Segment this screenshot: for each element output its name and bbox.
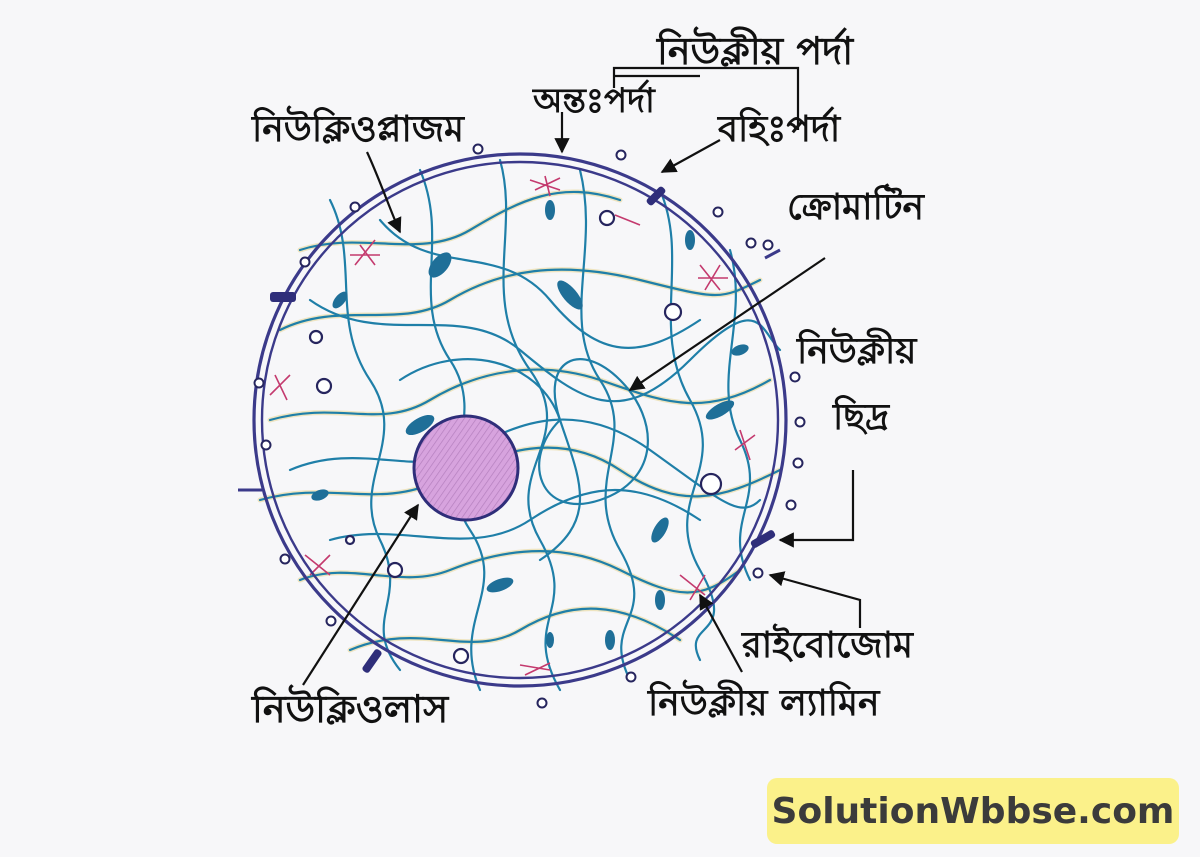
label-nuclear-membrane: নিউক্লীয় পর্দা: [657, 29, 854, 73]
label-nucleolus: নিউক্লিওলাস: [252, 687, 449, 731]
label-chromatin: ক্রোমাটিন: [787, 187, 924, 228]
label-nucleoplasm: নিউক্লিওপ্লাজম: [252, 109, 465, 150]
chromatin-network: [257, 158, 783, 692]
nuclear-pores: [270, 186, 776, 673]
label-nuclear-pore-line1: নিউক্লীয়: [797, 331, 917, 372]
nuclear-envelope: [238, 152, 788, 688]
nucleolus: [412, 414, 520, 522]
label-arrows: [302, 66, 862, 686]
watermark-badge: SolutionWbbse.com: [767, 778, 1179, 844]
label-nuclear-pore-line2: ছিদ্র: [833, 397, 890, 438]
label-outer-membrane: বহিঃপর্দা: [718, 109, 841, 150]
label-nuclear-lamina: নিউক্লীয় ল্যামিন: [648, 683, 880, 724]
nucleoplasm-vesicles: [308, 209, 723, 665]
nuclear-lamin-marks: [269, 175, 756, 676]
label-ribosome: রাইবোজোম: [742, 625, 914, 666]
label-inner-membrane: অন্তঃপর্দা: [533, 81, 655, 121]
ribosomes: [253, 143, 806, 709]
